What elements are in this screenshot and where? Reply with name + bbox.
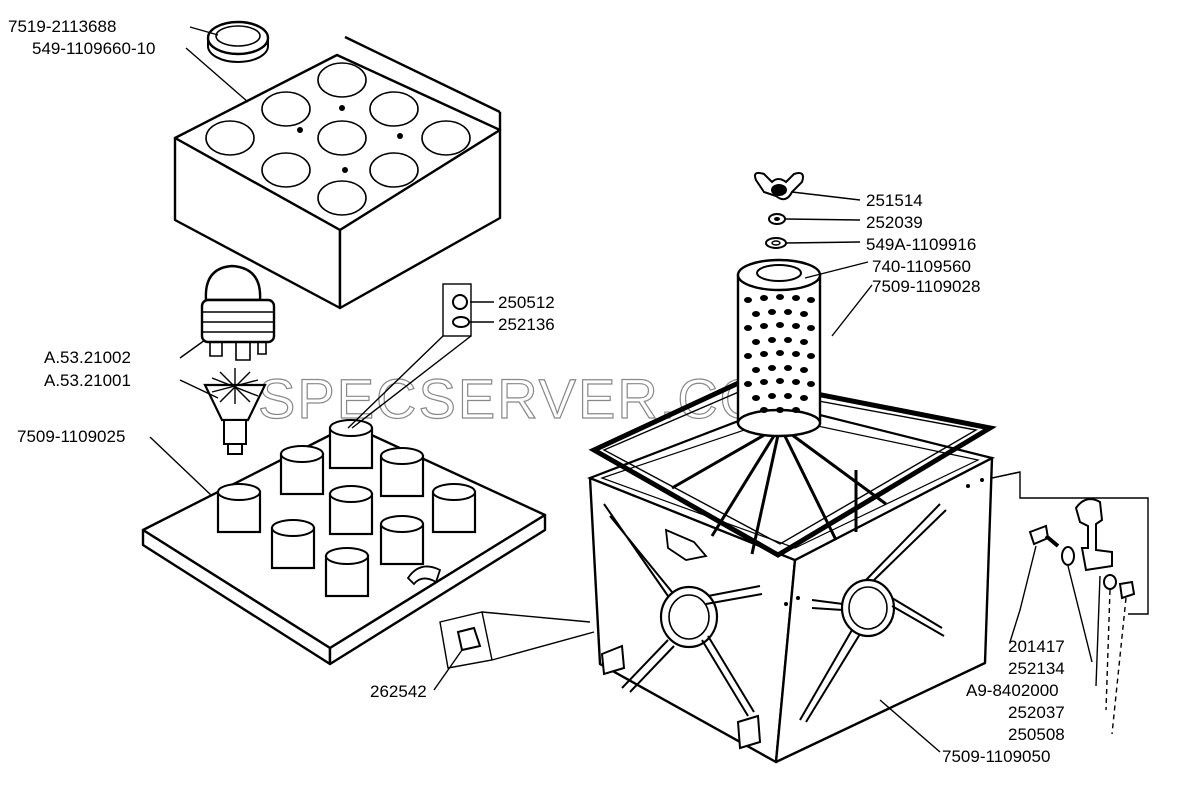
label-252037: 252037 — [1008, 703, 1065, 722]
label-7509-1109028: 7509-1109028 — [872, 277, 980, 296]
frame-gasket — [588, 377, 997, 558]
leader-lines — [149, 26, 1127, 753]
label-252134: 252134 — [1008, 659, 1065, 678]
label-a9-8402000: A9-8402000 — [966, 681, 1059, 700]
label-740-1109560: 740-1109560 — [872, 257, 971, 276]
label-251514: 251514 — [866, 191, 923, 210]
label-252039: 252039 — [866, 213, 923, 232]
label-262542: 262542 — [370, 682, 427, 701]
filter-base-plate — [141, 419, 547, 666]
nut-washer-inset — [347, 283, 472, 429]
perforated-filter-element — [736, 258, 822, 438]
label-549-1109660-10: 549-1109660-10 — [32, 39, 156, 58]
label-250508: 250508 — [1008, 725, 1065, 744]
drain-plug-inset — [439, 611, 595, 669]
latch-inset — [991, 471, 1149, 615]
part-number-labels: 7519-2113688 549-1109660-10 A.53.21002 A… — [8, 17, 1065, 766]
rotor — [203, 368, 267, 455]
label-250512: 250512 — [498, 293, 555, 312]
cartridges — [216, 419, 477, 598]
seal-ring — [206, 20, 270, 63]
wing-nut — [754, 171, 804, 201]
washer-small — [768, 213, 786, 225]
label-7519-2113688: 7519-2113688 — [8, 17, 116, 36]
label-7509-1109025: 7509-1109025 — [17, 427, 125, 446]
housing-box — [586, 403, 996, 764]
washer-large — [765, 237, 787, 249]
label-a53-21001: A.53.21001 — [44, 371, 131, 390]
label-201417: 201417 — [1008, 637, 1065, 656]
rotor-cap — [200, 264, 276, 361]
top-cover-block — [173, 35, 502, 310]
label-a53-21002: A.53.21002 — [44, 348, 131, 367]
label-549a-1109916: 549A-1109916 — [866, 235, 976, 254]
label-252136: 252136 — [498, 315, 555, 334]
label-7509-1109050: 7509-1109050 — [942, 747, 1050, 766]
